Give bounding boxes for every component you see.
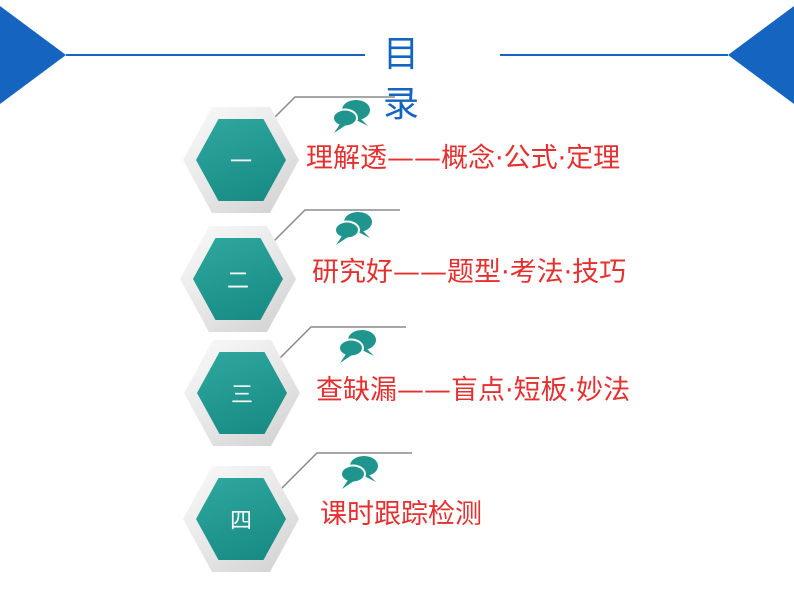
left-corner-triangle: [0, 6, 66, 104]
chat-bubbles-icon: [334, 212, 372, 245]
chat-bubbles-icon: [340, 456, 378, 489]
number-hexagon: 二: [180, 226, 296, 332]
header-decoration: [0, 6, 794, 104]
number-hexagon: 三: [184, 340, 300, 446]
item-label: 课时跟踪检测: [320, 499, 482, 530]
connector-line: [276, 452, 412, 494]
item-number: 三: [230, 383, 253, 408]
item-label: 理解透——概念·公式·定理: [306, 143, 621, 174]
connector-line: [270, 326, 406, 368]
connector-line: [264, 209, 400, 251]
number-hexagon: 四: [183, 466, 299, 572]
page-title: 目 录: [382, 34, 447, 125]
number-hexagon: 一: [183, 107, 299, 213]
chat-bubbles-icon: [332, 100, 370, 133]
chat-bubbles-icon: [338, 330, 376, 363]
right-corner-triangle: [728, 6, 794, 104]
item-number: 一: [229, 150, 252, 175]
item-label: 研究好——题型·考法·技巧: [312, 257, 627, 288]
item-label: 查缺漏——盲点·短板·妙法: [316, 375, 631, 406]
item-number: 四: [229, 509, 252, 534]
item-number: 二: [226, 269, 249, 294]
